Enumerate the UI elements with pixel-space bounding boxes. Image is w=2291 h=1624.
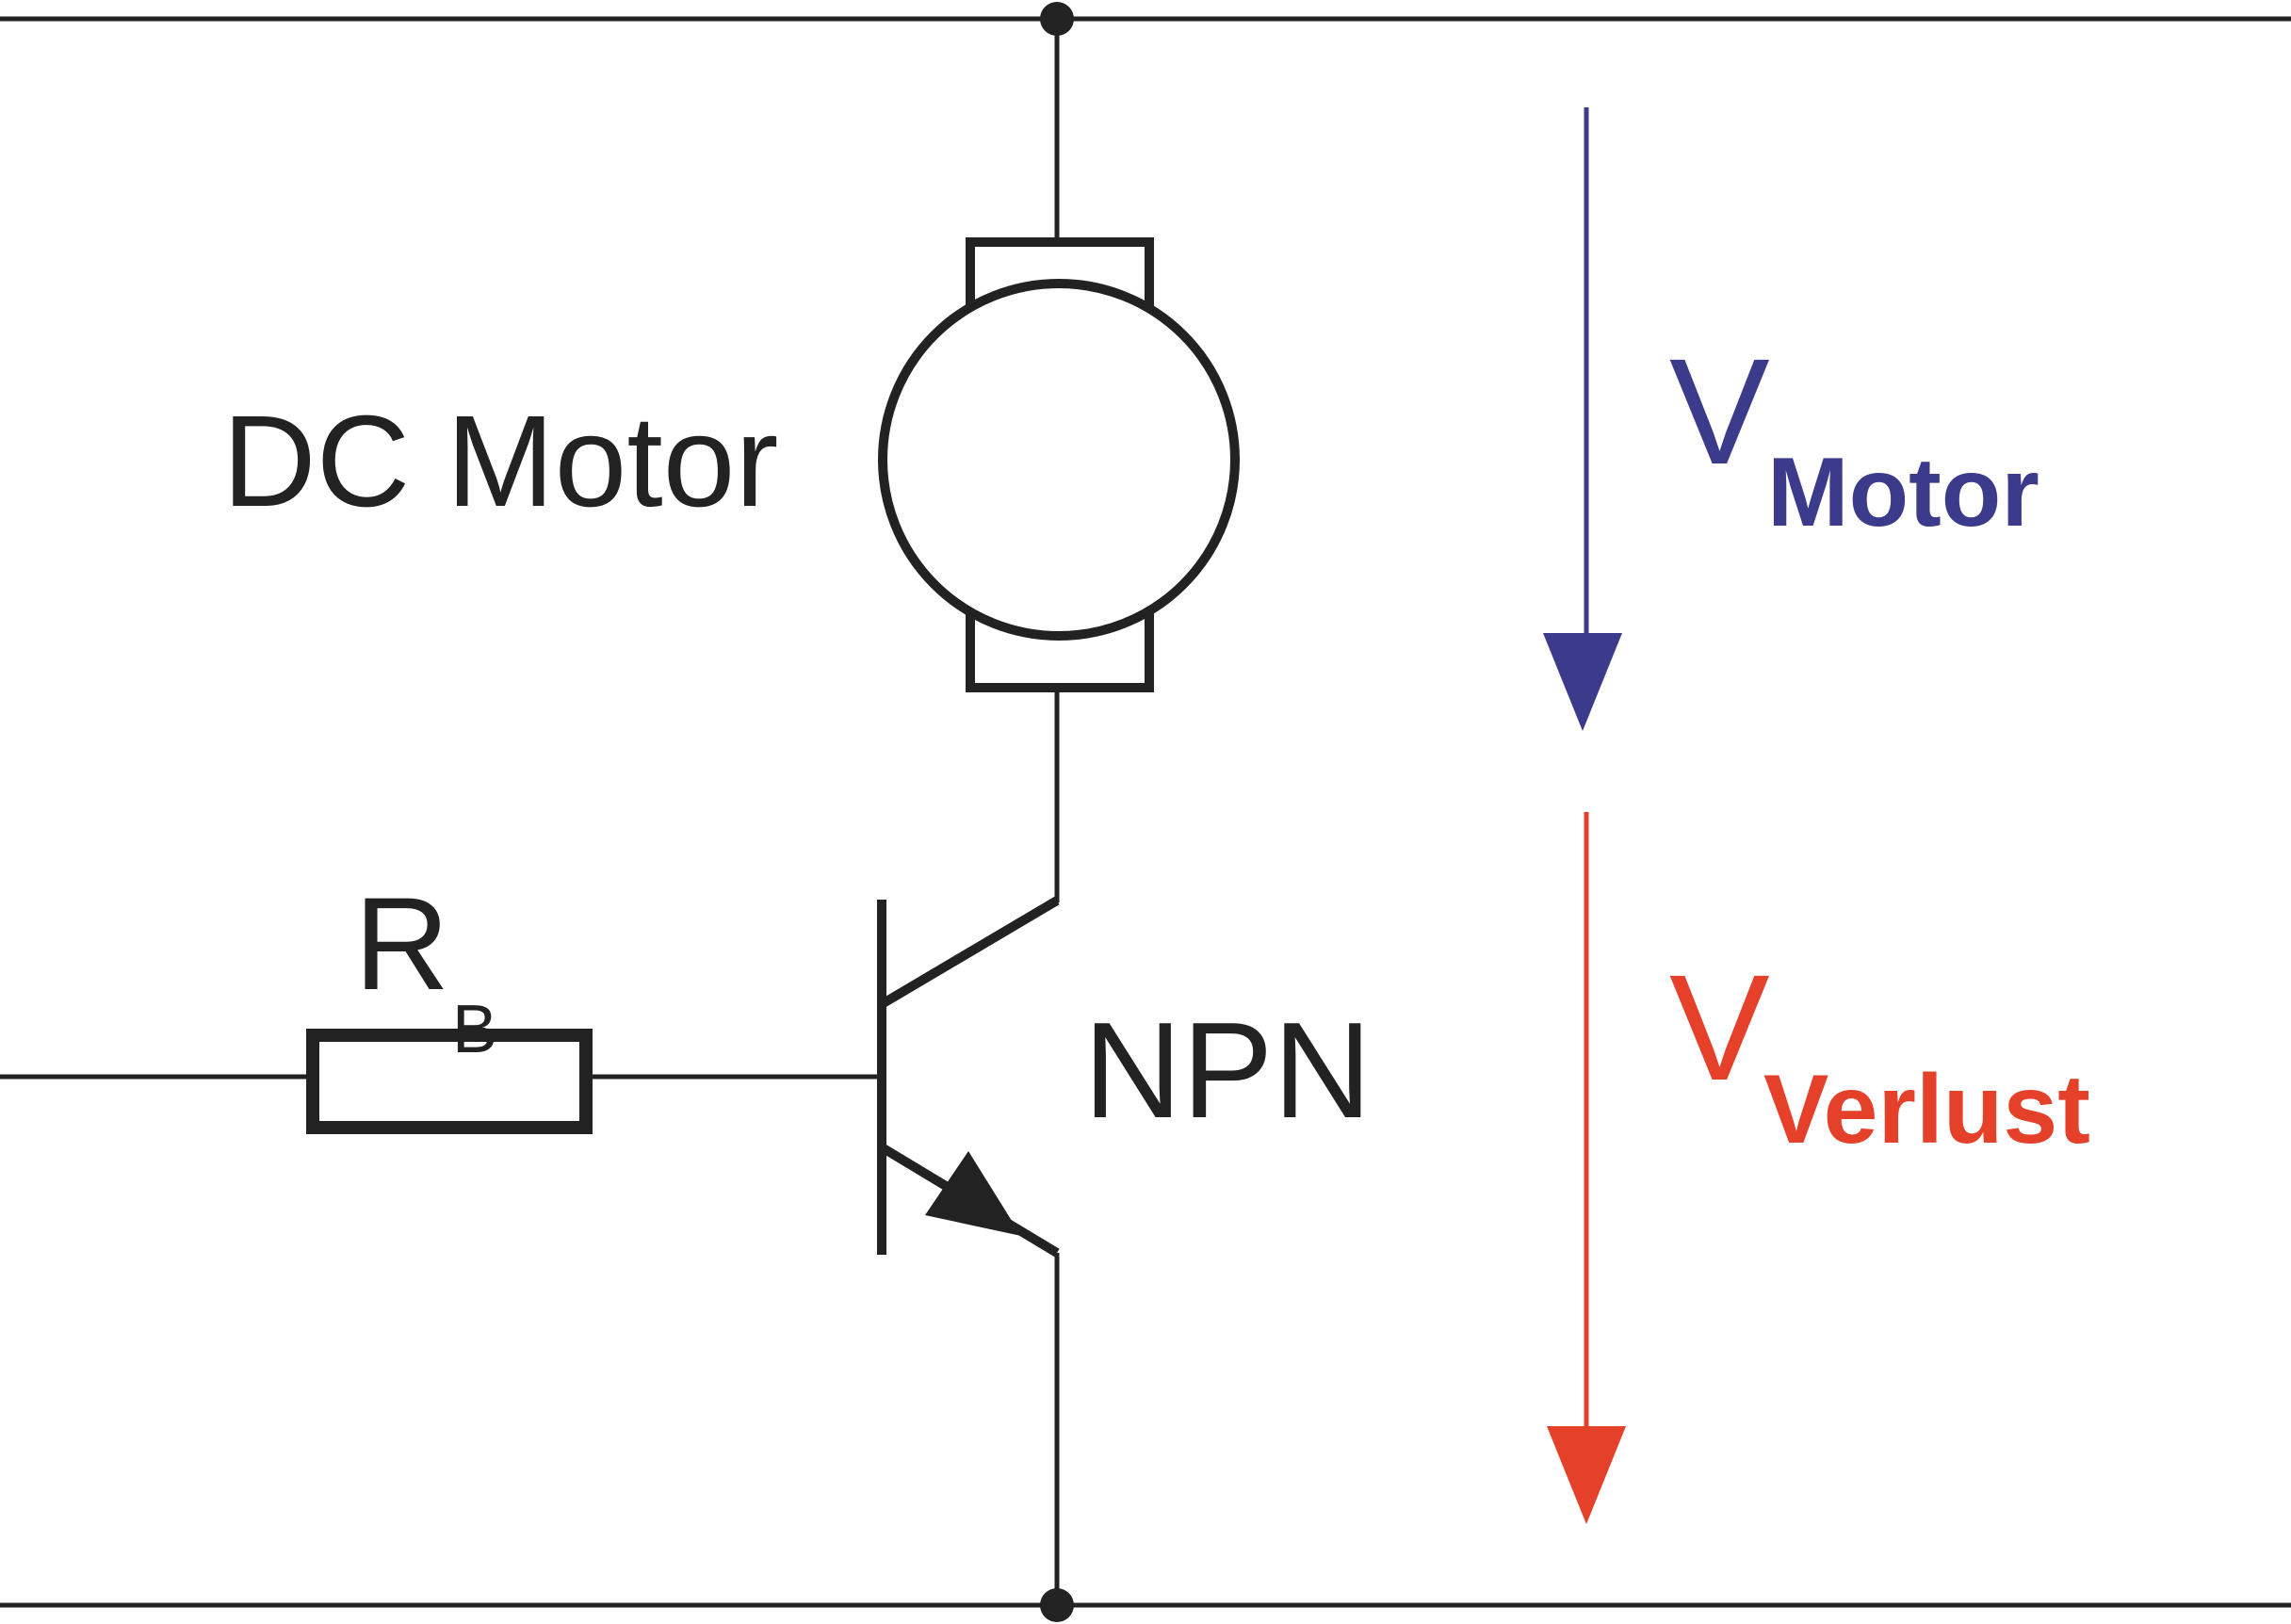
transistor-label: NPN (1083, 994, 1372, 1146)
resistor-label-subscript: B (452, 992, 497, 1067)
motor-voltage-symbol: V (1669, 327, 1770, 495)
loss-voltage-symbol: V (1669, 943, 1770, 1112)
dc-motor-symbol (878, 237, 1240, 692)
loss-voltage-arrow (1547, 812, 1626, 1524)
base-resistor (306, 1029, 593, 1134)
npn-transistor-symbol (877, 896, 1060, 1258)
motor-voltage-arrowhead-icon (1543, 633, 1622, 731)
loss-voltage-arrowhead-icon (1547, 1426, 1626, 1524)
resistor-label: R (354, 869, 449, 1017)
motor-circle (878, 279, 1240, 641)
transistor-collector-leg (879, 896, 1060, 1009)
motor-voltage-arrow (1543, 107, 1622, 731)
loss-voltage-subscript: Verlust (1763, 1055, 2090, 1164)
emitter-arrow-icon (925, 1151, 1021, 1236)
motor-label: DC Motor (222, 389, 778, 534)
motor-voltage-subscript: Motor (1767, 438, 2039, 547)
